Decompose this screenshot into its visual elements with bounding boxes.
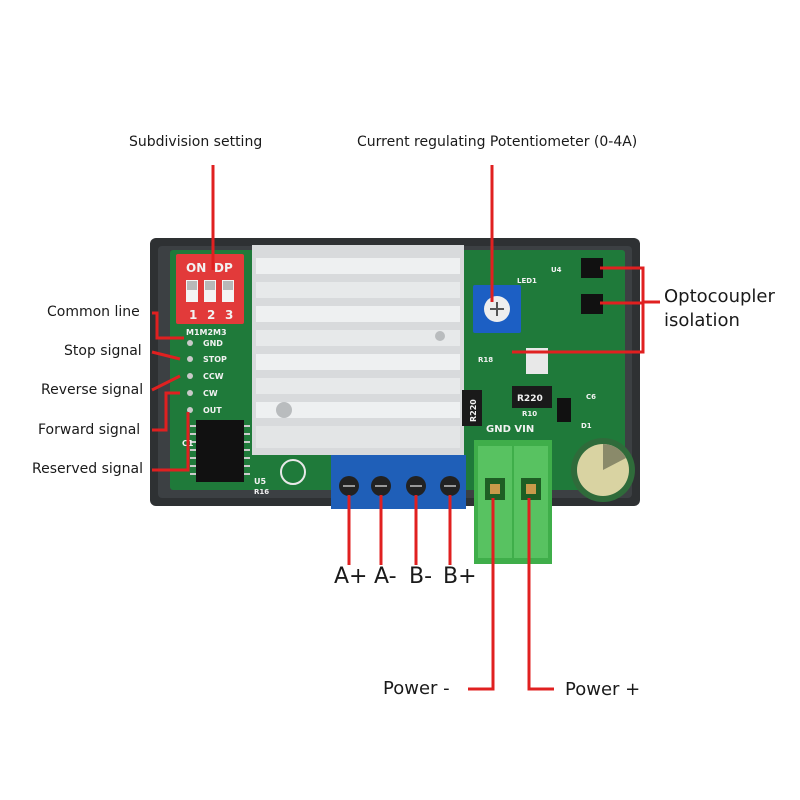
diode: [557, 398, 571, 422]
dip-number-1: 1: [189, 308, 197, 322]
label-power-plus: Power +: [565, 679, 641, 700]
dip-number-3: 3: [225, 308, 233, 322]
resistor-r220-side: [462, 390, 482, 426]
label-potentiometer: Current regulating Potentiometer (0-4A): [357, 134, 638, 150]
label-reverse-signal: Reverse signal: [41, 382, 144, 398]
pin-cw: CW: [203, 389, 218, 398]
label-terminal-a-plus: A+: [334, 564, 368, 589]
label-optocoupler-line1: Optocoupler: [664, 286, 775, 307]
motor-terminal-block[interactable]: [331, 455, 466, 509]
driver-ic: [190, 420, 250, 482]
heatsink: [252, 245, 464, 455]
optocoupler-pair: [581, 258, 603, 314]
pin-ccw: CCW: [203, 372, 224, 381]
pin-gnd: GND: [203, 339, 223, 348]
label-forward-signal: Forward signal: [38, 422, 141, 438]
silk-r220: R220: [517, 394, 543, 404]
label-power-minus: Power -: [383, 678, 450, 699]
dip-on-label: ON: [186, 261, 206, 275]
silk-r16: R16: [254, 488, 269, 496]
label-optocoupler-line2: isolation: [664, 310, 740, 331]
label-terminal-b-plus: B+: [443, 564, 477, 589]
silk-u4: U4: [551, 266, 562, 274]
callout-lines: [151, 165, 660, 691]
pin-stop: STOP: [203, 355, 227, 364]
power-terminal-block[interactable]: [474, 440, 552, 564]
label-reserved-signal: Reserved signal: [32, 461, 144, 477]
small-chip: [526, 348, 548, 374]
silk-u5: U5: [254, 477, 266, 486]
power-header-silk: GND VIN: [486, 424, 534, 435]
silk-d1: D1: [581, 422, 592, 430]
silk-r18: R18: [478, 356, 493, 364]
dip-dp-label: DP: [214, 261, 233, 275]
silk-r10: R10: [522, 410, 537, 418]
silk-r220-side: R220: [469, 399, 478, 422]
label-terminal-b-minus: B-: [409, 564, 433, 589]
silk-c6: C6: [586, 393, 596, 401]
dip-positions-silk: M1M2M3: [186, 328, 227, 337]
silk-led1: LED1: [517, 277, 537, 285]
potentiometer[interactable]: [473, 285, 521, 333]
electrolytic-capacitor: [571, 438, 635, 502]
label-common-line: Common line: [47, 304, 140, 320]
label-terminal-a-minus: A-: [374, 564, 397, 589]
dip-number-2: 2: [207, 308, 215, 322]
label-subdivision-setting: Subdivision setting: [129, 134, 263, 150]
label-stop-signal: Stop signal: [64, 343, 142, 359]
dip-switch[interactable]: ON DP 1 2 3: [176, 254, 244, 324]
logo-mark: [280, 459, 306, 485]
pin-out: OUT: [203, 406, 222, 415]
resistor-r220: [512, 386, 552, 408]
signal-pin-header: GND STOP CCW CW OUT: [187, 339, 227, 415]
